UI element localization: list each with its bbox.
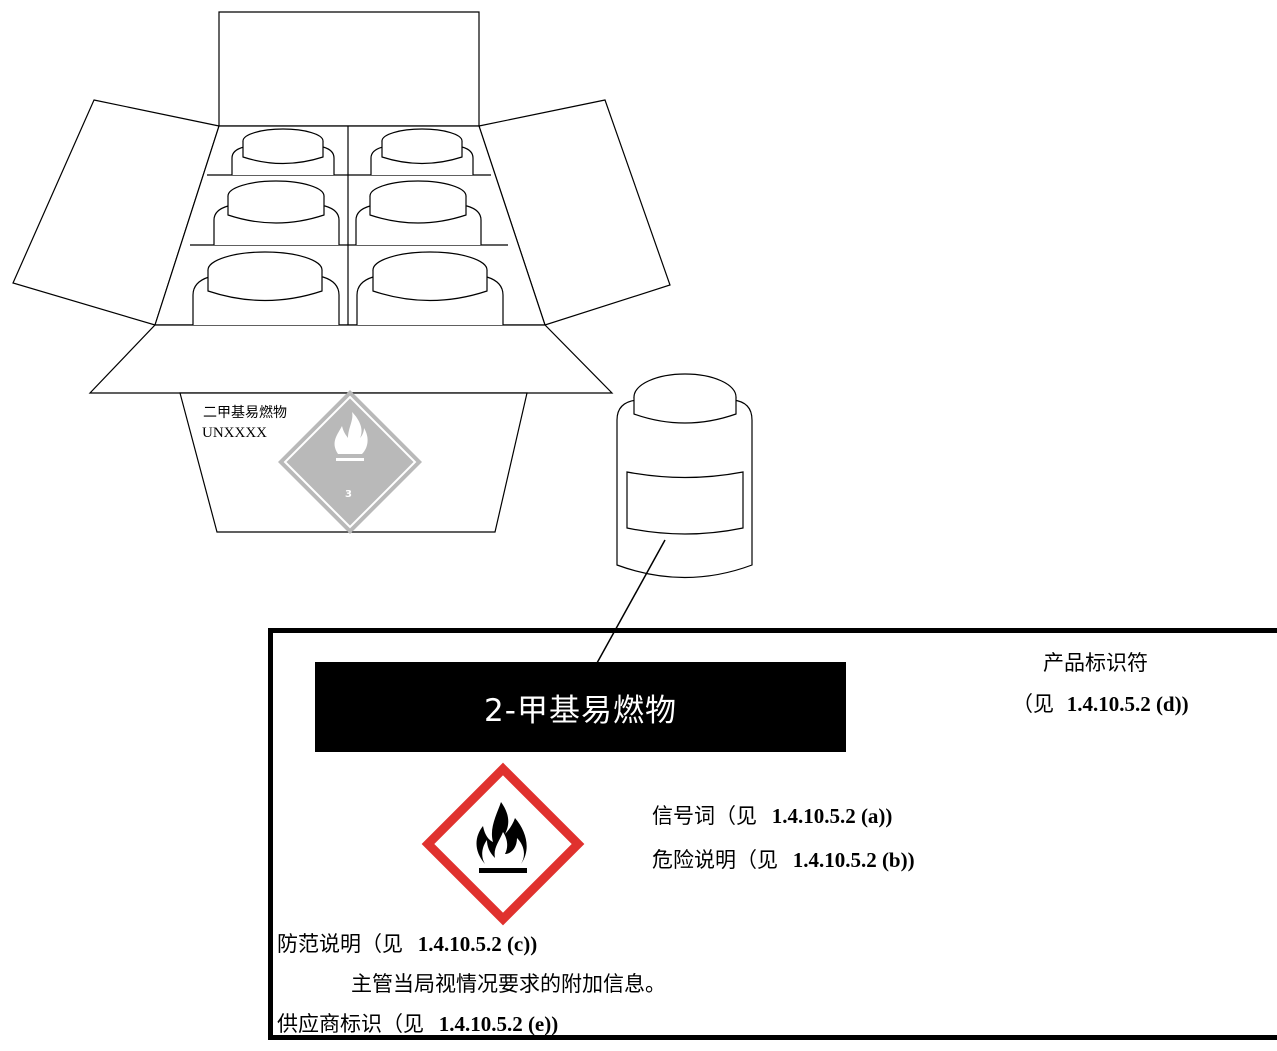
transport-flame-icon xyxy=(334,412,368,461)
outer-box-un-number: UNXXXX xyxy=(202,425,267,441)
precautionary-statement-line: 防范说明（见 1.4.10.5.2 (c)) xyxy=(277,932,538,956)
hazard-statement-line: 危险说明（见 1.4.10.5.2 (b)) xyxy=(652,848,915,872)
leader-line xyxy=(596,539,666,664)
boxed-bottle xyxy=(370,128,474,175)
flame-pictogram-icon xyxy=(476,802,527,873)
boxed-bottle xyxy=(355,180,482,245)
inner-container xyxy=(616,373,753,579)
product-identifier-text: 产品标识符 xyxy=(1043,651,1148,675)
product-name-plate: 2-甲基易燃物 xyxy=(315,662,846,752)
label-product-name: 2-甲基易燃物 xyxy=(484,692,677,729)
boxed-bottle xyxy=(192,251,340,325)
boxed-bottle xyxy=(356,251,504,325)
outer-box-back-flap xyxy=(218,11,480,127)
inner-container-label-band xyxy=(626,471,744,535)
supplier-identification-line: 供应商标识（见 1.4.10.5.2 (e)) xyxy=(277,1012,559,1036)
boxed-bottle xyxy=(231,128,335,175)
transport-class-number: 3 xyxy=(345,489,352,500)
additional-info-text: 主管当局视情况要求的附加信息。 xyxy=(351,972,666,996)
boxed-bottle xyxy=(213,180,340,245)
boxed-bottles xyxy=(192,128,504,325)
transport-hazard-diamond xyxy=(278,390,422,534)
outer-box-product-name: 二甲基易燃物 xyxy=(203,405,287,421)
outer-box-front-flap xyxy=(88,324,614,394)
ghs-flame-pictogram xyxy=(421,762,585,926)
product-identifier-ref-line: （见 1.4.10.5.2 (d)) xyxy=(1012,692,1189,716)
signal-word-line: 信号词（见 1.4.10.5.2 (a)) xyxy=(652,804,893,828)
label-frame xyxy=(268,628,1277,1040)
